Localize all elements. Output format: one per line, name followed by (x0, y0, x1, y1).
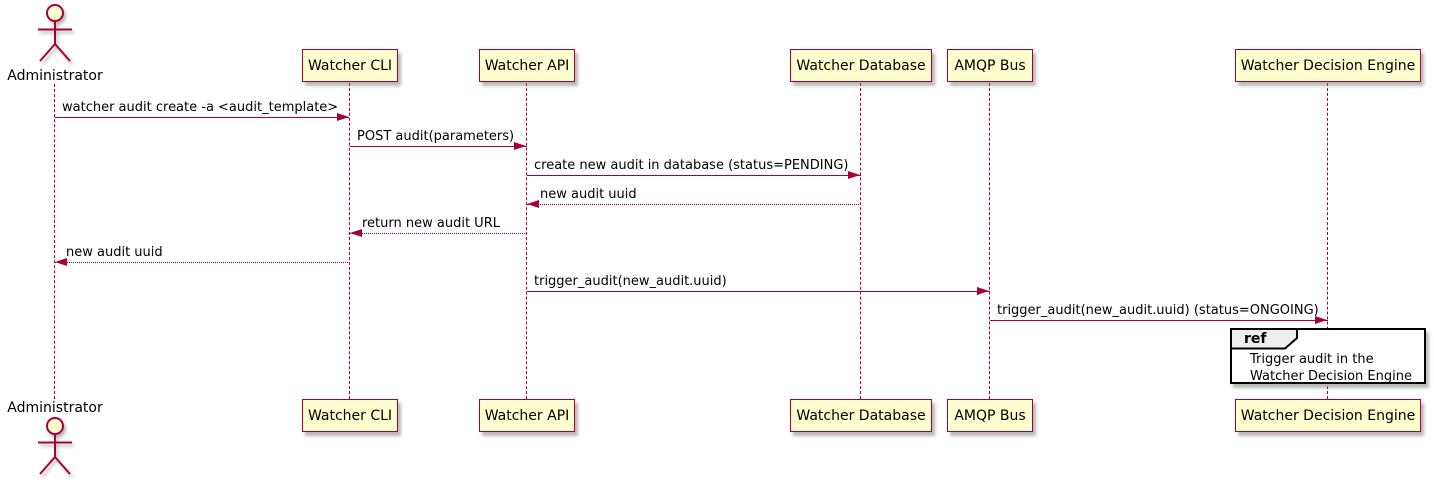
participant-box-watcher-api-top: Watcher API (479, 49, 575, 82)
ref-body: Trigger audit in the Watcher Decision En… (1250, 351, 1412, 385)
participant-box-watcher-decision-engine-top: Watcher Decision Engine (1235, 49, 1421, 82)
arrowhead-right-icon (514, 142, 526, 150)
participant-box-watcher-cli-top: Watcher CLI (302, 49, 398, 82)
message-2-label: POST audit(parameters) (357, 129, 515, 144)
participant-box-watcher-cli-bottom: Watcher CLI (302, 399, 398, 432)
message-4-label: new audit uuid (540, 187, 637, 202)
arrowhead-right-icon (337, 113, 349, 121)
message-2-line (350, 146, 527, 147)
message-4-line (527, 204, 861, 205)
lifeline-amqp-bus (989, 83, 990, 399)
lifeline-watcher-decision-engine (1327, 83, 1328, 399)
message-3-line (527, 175, 861, 176)
message-5-line (350, 233, 527, 234)
message-6-line (55, 262, 350, 263)
ref-keyword: ref (1244, 331, 1267, 347)
actor-icon (31, 3, 79, 69)
message-5-label: return new audit URL (362, 216, 500, 231)
arrowhead-left-icon (55, 258, 67, 266)
participant-box-watcher-database-top: Watcher Database (790, 49, 932, 82)
message-7-label: trigger_audit(new_audit.uuid) (534, 274, 727, 289)
arrowhead-right-icon (977, 287, 989, 295)
participant-box-watcher-api-bottom: Watcher API (479, 399, 575, 432)
lifeline-administrator (54, 84, 55, 399)
message-1-line (55, 117, 349, 118)
lifeline-watcher-api (526, 83, 527, 399)
participant-box-watcher-database-bottom: Watcher Database (790, 399, 932, 432)
actor-label-administrator-bottom: Administrator (7, 400, 103, 416)
ref-fragment: ref Trigger audit in the Watcher Decisio… (1230, 328, 1426, 384)
message-1-label: watcher audit create -a <audit_template> (62, 100, 339, 115)
arrowhead-left-icon (527, 200, 539, 208)
message-6-label: new audit uuid (66, 245, 163, 260)
lifeline-watcher-database (860, 83, 861, 399)
participant-box-watcher-decision-engine-bottom: Watcher Decision Engine (1235, 399, 1421, 432)
participant-box-amqp-bus-bottom: AMQP Bus (947, 399, 1033, 432)
message-7-line (527, 291, 990, 292)
lifeline-watcher-cli (349, 83, 350, 399)
ref-body-line-1: Trigger audit in the (1250, 352, 1374, 367)
ref-tab (1230, 328, 1299, 354)
arrowhead-right-icon (848, 171, 860, 179)
message-8-label: trigger_audit(new_audit.uuid) (status=ON… (997, 303, 1319, 318)
ref-body-line-2: Watcher Decision Engine (1250, 369, 1412, 384)
message-8-line (990, 320, 1328, 321)
participant-box-amqp-bus-top: AMQP Bus (947, 49, 1033, 82)
message-3-label: create new audit in database (status=PEN… (534, 158, 849, 173)
actor-label-administrator-top: Administrator (7, 68, 103, 84)
arrowhead-right-icon (1315, 316, 1327, 324)
arrowhead-left-icon (350, 229, 362, 237)
actor-icon (31, 416, 79, 482)
